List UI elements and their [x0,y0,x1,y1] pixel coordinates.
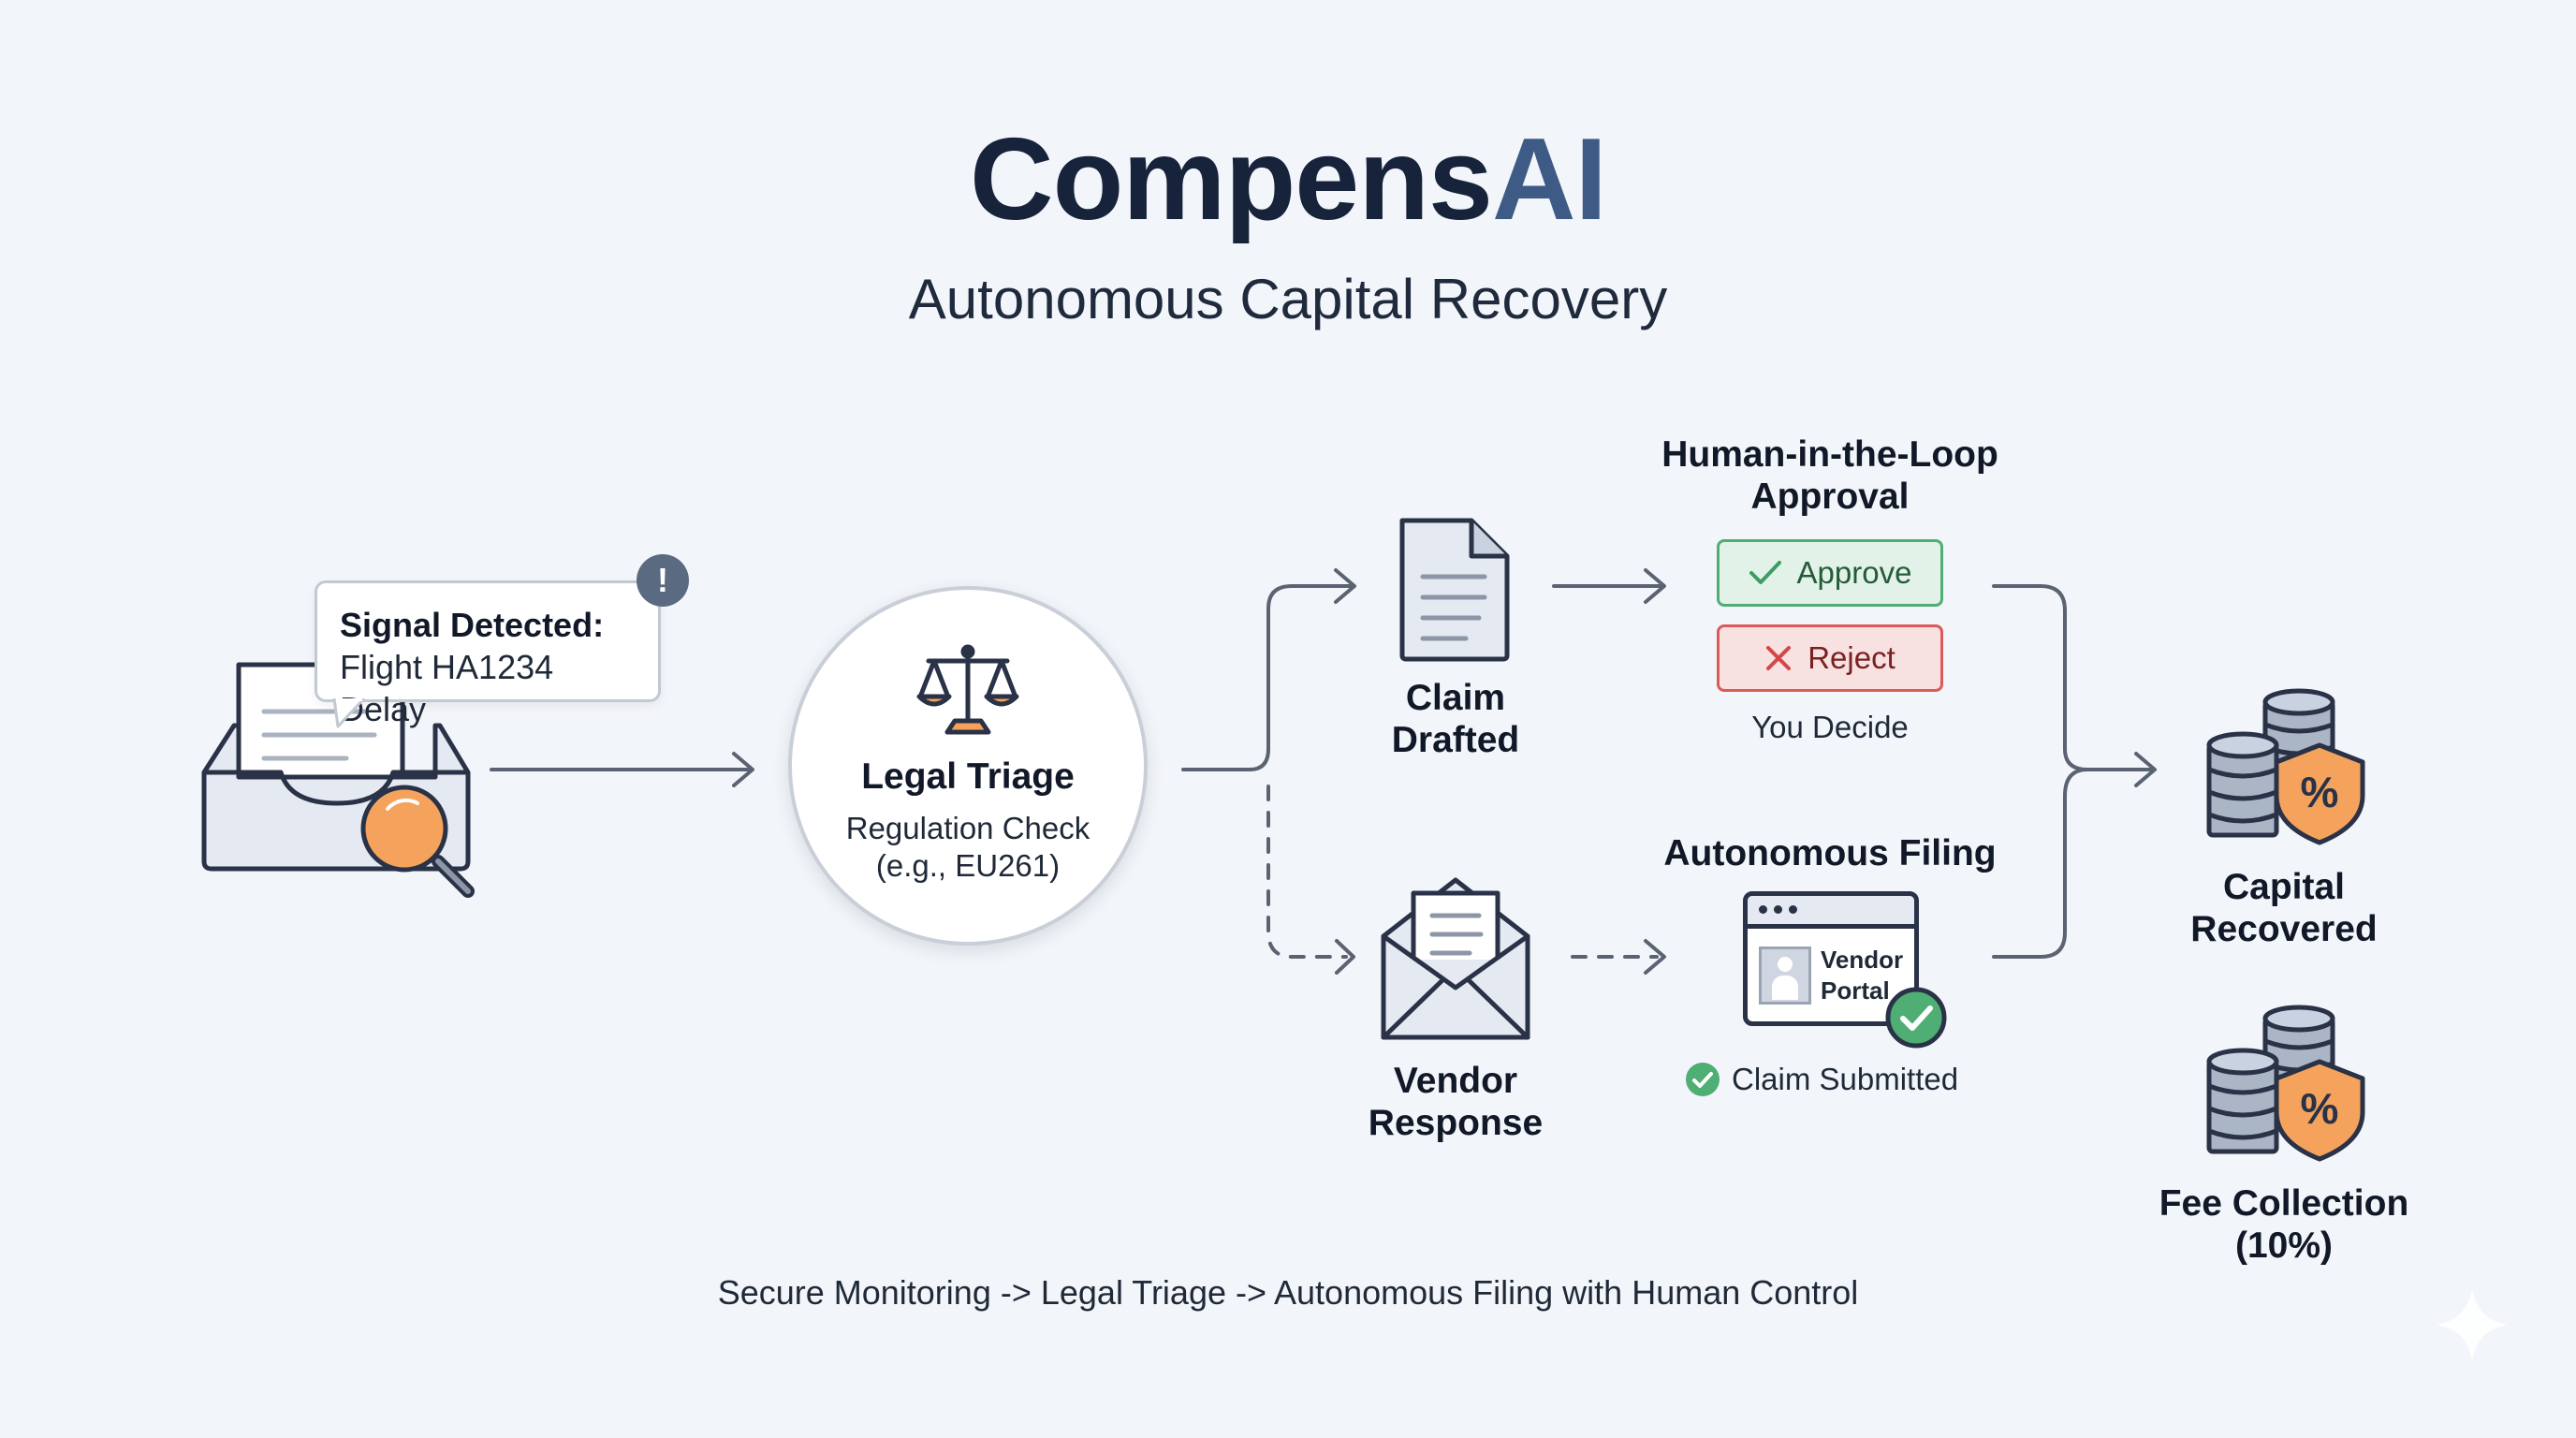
page-subtitle: Autonomous Capital Recovery [908,268,1668,330]
triage-title: Legal Triage [861,756,1075,797]
portal-line-1: Vendor [1821,946,1904,974]
connector-approval-to-merge [1992,584,2155,771]
alert-icon: ! [637,554,689,607]
inbox-icon [201,662,475,898]
title-part-ai: AI [1491,115,1607,244]
triage-line-2: (e.g., EU261) [875,848,1061,883]
coin-stack-shield-icon: % [2206,1005,2365,1162]
claim-drafted-label: Claim Drafted [1339,678,1573,762]
signal-text: Flight HA1234 Delay [340,648,554,728]
check-circle-icon [1885,987,1947,1049]
filing-heading: Autonomous Filing [1663,833,1997,873]
vendor-response-label: Vendor Response [1339,1061,1573,1145]
footer-caption: Secure Monitoring -> Legal Triage -> Aut… [717,1273,1859,1312]
alert-symbol: ! [657,561,668,599]
percent-symbol: % [2301,768,2339,816]
portal-text: Vendor Portal [1821,945,1903,1005]
window-dot [1789,905,1797,914]
arrow-triage-to-claim [1181,584,1354,771]
window-dot [1774,905,1782,914]
capital-line-2: Recovered [2190,908,2378,949]
title-part-compens: Compens [970,115,1493,244]
capital-recovered-label: Capital Recovered [2144,867,2424,951]
claim-line-2: Drafted [1391,719,1520,760]
envelope-icon [1381,877,1530,1040]
check-icon [1749,561,1781,584]
page-title: CompensAI [0,122,2576,238]
coin-stack-shield-icon: % [2206,688,2365,845]
vendor-line-1: Vendor [1393,1061,1518,1101]
percent-symbol: % [2301,1084,2339,1133]
claim-submitted-status: Claim Submitted [1685,1062,1958,1097]
triage-line-1: Regulation Check [845,811,1090,845]
claim-submitted-label: Claim Submitted [1732,1062,1959,1096]
signal-title: Signal Detected: [340,606,605,644]
claim-line-1: Claim [1405,678,1506,718]
approval-heading-line-2: Approval [1750,476,1910,517]
dashed-arrow-triage-to-vendor [1266,785,1348,959]
scales-icon [916,644,1019,735]
approve-label: Approve [1796,555,1912,590]
magnifier-icon [360,785,475,898]
portal-line-2: Portal [1821,976,1890,1005]
fee-line-2: (10%) [2234,1225,2334,1266]
approve-button[interactable]: Approve [1717,539,1943,607]
capital-line-1: Capital [2222,867,2346,907]
profile-placeholder-icon [1759,946,1811,1005]
check-circle-icon [1686,1063,1720,1096]
approval-heading-line-1: Human-in-the-Loop [1661,434,1998,475]
x-icon [1766,646,1792,670]
callout-pointer [332,698,366,728]
reject-button[interactable]: Reject [1717,624,1943,692]
window-dot [1759,905,1767,914]
you-decide-note: You Decide [1751,710,1909,744]
approval-heading: Human-in-the-Loop Approval [1591,434,2069,519]
document-icon [1399,518,1510,662]
vendor-line-2: Response [1368,1102,1544,1143]
reject-label: Reject [1808,640,1895,675]
fee-collection-label: Fee Collection (10%) [2106,1183,2462,1268]
connector-filing-to-merge [1992,768,2089,959]
fee-line-1: Fee Collection [2159,1183,2409,1224]
signal-callout: Signal Detected: Flight HA1234 Delay [315,580,661,728]
sparkle-icon [2436,1288,2509,1361]
browser-titlebar [1748,896,1914,929]
